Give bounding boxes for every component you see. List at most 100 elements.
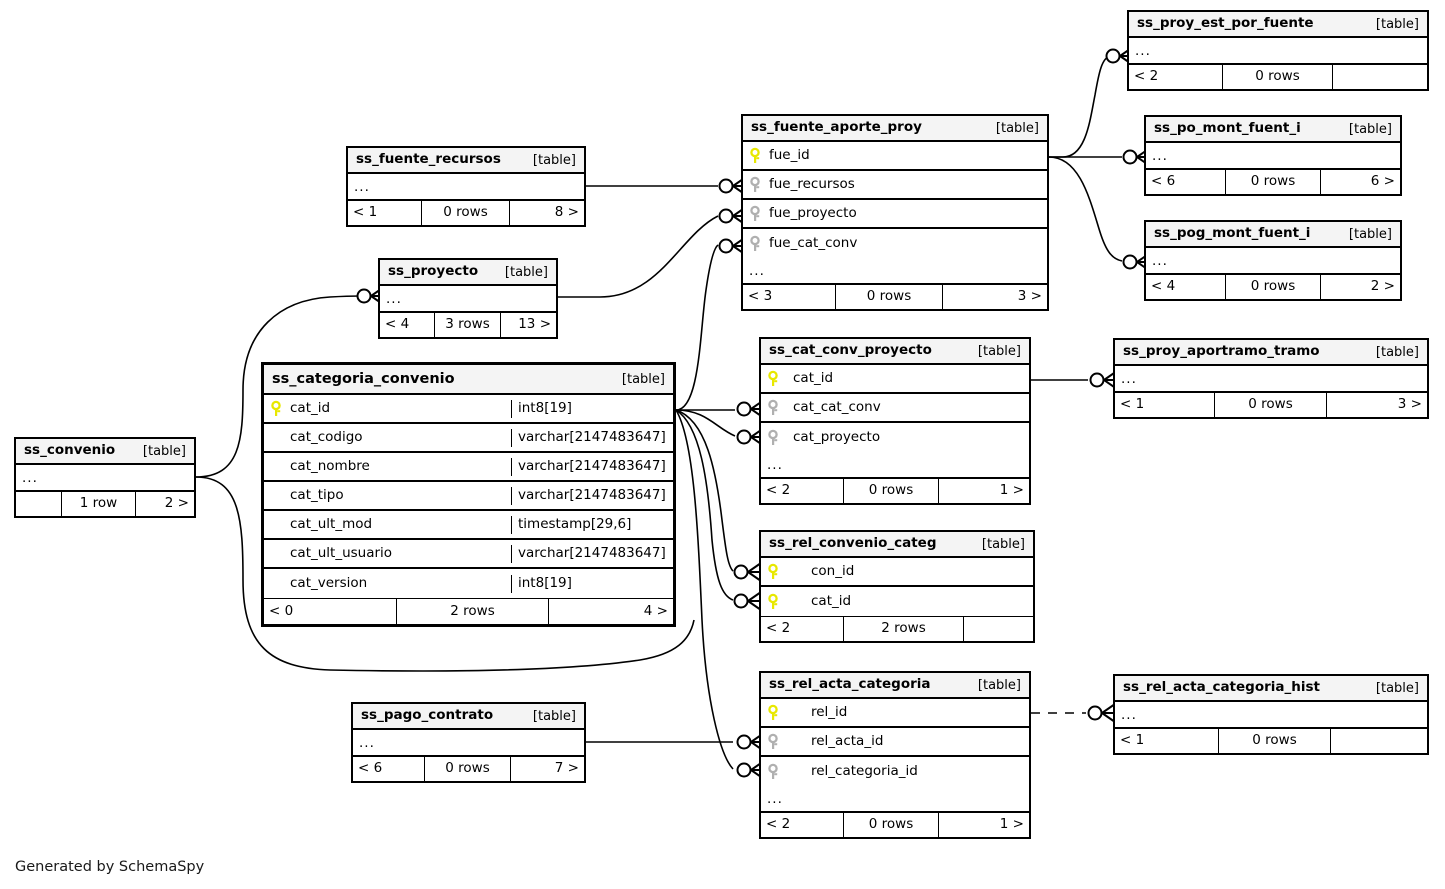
table-node-ss_fuente_aporte_proy[interactable]: ss_fuente_aporte_proy [table] fue_id fue… [741, 114, 1049, 311]
footer-children: 8 > [554, 204, 579, 221]
footer-rows: 0 rows [844, 479, 939, 503]
table-title: ss_categoria_convenio [table] [264, 365, 673, 395]
table-node-ss_categoria_convenio[interactable]: ss_categoria_convenio [table] cat_id int… [261, 362, 676, 627]
table-kind: [table] [981, 536, 1025, 552]
table-row[interactable]: cat_tipo varchar[2147483647] [264, 482, 673, 511]
columns-ellipsis: ... [1115, 366, 1427, 392]
footer-parents: < 4 [1146, 275, 1226, 299]
column-row[interactable]: rel_acta_id [761, 728, 1029, 757]
table-node-ss_proyecto[interactable]: ss_proyecto [table] ... < 4 3 rows 13 > [378, 258, 558, 339]
table-row[interactable]: cat_version int8[19] [264, 569, 673, 598]
table-footer: < 0 2 rows 4 > [264, 598, 673, 624]
table-name: ss_categoria_convenio [272, 370, 455, 387]
column-row[interactable]: fue_id [743, 142, 1047, 171]
column-name: cat_tipo [290, 486, 344, 503]
column-row[interactable]: rel_categoria_id [761, 757, 1029, 786]
table-kind: [table] [142, 443, 186, 459]
table-footer: < 2 0 rows 1 > [761, 478, 1029, 503]
column-row[interactable]: fue_recursos [743, 171, 1047, 200]
footer-parents: < 2 [761, 813, 844, 837]
column-key-spacer [270, 545, 286, 563]
table-node-ss_pog_mont_fuent_i[interactable]: ss_pog_mont_fuent_i [table] ... < 4 0 ro… [1144, 220, 1402, 301]
table-footer: < 2 0 rows 1 > [761, 812, 1029, 837]
columns-ellipsis: ... [1146, 143, 1400, 169]
column-row[interactable]: cat_id [761, 365, 1029, 394]
table-node-ss_rel_acta_categoria[interactable]: ss_rel_acta_categoria [table] rel_id rel… [759, 671, 1031, 839]
column-row[interactable]: con_id [761, 558, 1033, 587]
footer-parents: < 4 [380, 313, 435, 337]
footer-parents: < 0 [264, 599, 397, 624]
column-type: int8[19] [518, 574, 572, 591]
footer-rows: 0 rows [422, 201, 510, 225]
column-row[interactable]: rel_id [761, 699, 1029, 728]
columns-ellipsis: ... [1129, 38, 1427, 64]
columns-ellipsis: ... [1115, 702, 1427, 728]
footer-rows: 2 rows [844, 617, 964, 641]
table-kind: [table] [621, 371, 665, 387]
column-type: timestamp[29,6] [518, 515, 632, 532]
table-row[interactable]: cat_id int8[19] [264, 395, 673, 424]
footer-rows: 0 rows [1219, 729, 1331, 753]
footer-rows: 0 rows [1215, 393, 1327, 417]
table-kind: [table] [532, 152, 576, 168]
footer-children: 2 > [1370, 278, 1395, 295]
columns-ellipsis: ... [761, 452, 1029, 478]
table-title: ss_rel_acta_categoria [table] [761, 673, 1029, 699]
table-node-ss_fuente_recursos[interactable]: ss_fuente_recursos [table] ... < 1 0 row… [346, 146, 586, 227]
table-footer: 1 row 2 > [16, 491, 194, 516]
table-node-ss_cat_conv_proyecto[interactable]: ss_cat_conv_proyecto [table] cat_id cat_… [759, 337, 1031, 505]
footer-rows: 0 rows [425, 757, 511, 781]
footer-rows: 1 row [62, 492, 136, 516]
column-name: rel_acta_id [811, 732, 884, 749]
foreign-key-icon [767, 763, 783, 781]
table-node-ss_proy_est_por_fuente[interactable]: ss_proy_est_por_fuente [table] ... < 2 0… [1127, 10, 1429, 91]
table-row[interactable]: cat_ult_usuario varchar[2147483647] [264, 540, 673, 569]
column-list: con_id cat_id [761, 558, 1033, 616]
table-title: ss_cat_conv_proyecto [table] [761, 339, 1029, 365]
table-footer: < 3 0 rows 3 > [743, 284, 1047, 309]
table-node-ss_rel_acta_categoria_hist[interactable]: ss_rel_acta_categoria_hist [table] ... <… [1113, 674, 1429, 755]
column-name: cat_proyecto [793, 428, 881, 445]
foreign-key-icon [749, 205, 765, 223]
columns-ellipsis: ... [1146, 248, 1400, 274]
column-key-spacer [270, 516, 286, 534]
column-row[interactable]: cat_proyecto [761, 423, 1029, 452]
column-key-spacer [270, 575, 286, 593]
footer-children: 3 > [1017, 288, 1042, 305]
table-title: ss_proyecto [table] [380, 260, 556, 286]
column-list: rel_id rel_acta_id rel_categoria_id [761, 699, 1029, 786]
footer-children: 1 > [999, 816, 1024, 833]
foreign-key-icon [767, 733, 783, 751]
table-node-ss_proy_aportramo_tramo[interactable]: ss_proy_aportramo_tramo [table] ... < 1 … [1113, 338, 1429, 419]
column-row[interactable]: fue_proyecto [743, 200, 1047, 229]
table-kind: [table] [1375, 344, 1419, 360]
column-key-spacer [270, 487, 286, 505]
column-row[interactable]: cat_cat_conv [761, 394, 1029, 423]
table-node-ss_po_mont_fuent_i[interactable]: ss_po_mont_fuent_i [table] ... < 6 0 row… [1144, 115, 1402, 196]
footer-children: 6 > [1370, 173, 1395, 190]
footer-rows: 0 rows [1223, 65, 1333, 89]
table-row[interactable]: cat_ult_mod timestamp[29,6] [264, 511, 673, 540]
footer-rows: 2 rows [397, 599, 549, 624]
primary-key-icon [767, 593, 783, 611]
table-name: ss_fuente_aporte_proy [751, 119, 922, 136]
table-node-ss_pago_contrato[interactable]: ss_pago_contrato [table] ... < 6 0 rows … [351, 702, 586, 783]
table-row[interactable]: cat_nombre varchar[2147483647] [264, 453, 673, 482]
footer-parents: < 2 [761, 479, 844, 503]
columns-ellipsis: ... [16, 465, 194, 491]
table-footer: < 2 0 rows [1129, 64, 1427, 89]
table-footer: < 1 0 rows [1115, 728, 1427, 753]
footer-children: 4 > [643, 602, 668, 619]
table-node-ss_rel_convenio_categ[interactable]: ss_rel_convenio_categ [table] con_id cat… [759, 530, 1035, 643]
column-row[interactable]: cat_id [761, 587, 1033, 616]
column-row[interactable]: fue_cat_conv [743, 229, 1047, 258]
table-node-ss_convenio[interactable]: ss_convenio [table] ... 1 row 2 > [14, 437, 196, 518]
footer-children [1331, 729, 1427, 753]
table-row[interactable]: cat_codigo varchar[2147483647] [264, 424, 673, 453]
table-footer: < 4 3 rows 13 > [380, 312, 556, 337]
footer-rows: 0 rows [836, 285, 943, 309]
table-title: ss_rel_acta_categoria_hist [table] [1115, 676, 1427, 702]
footer-rows: 0 rows [1226, 275, 1321, 299]
footer-children [1333, 65, 1427, 89]
primary-key-icon [767, 704, 783, 722]
